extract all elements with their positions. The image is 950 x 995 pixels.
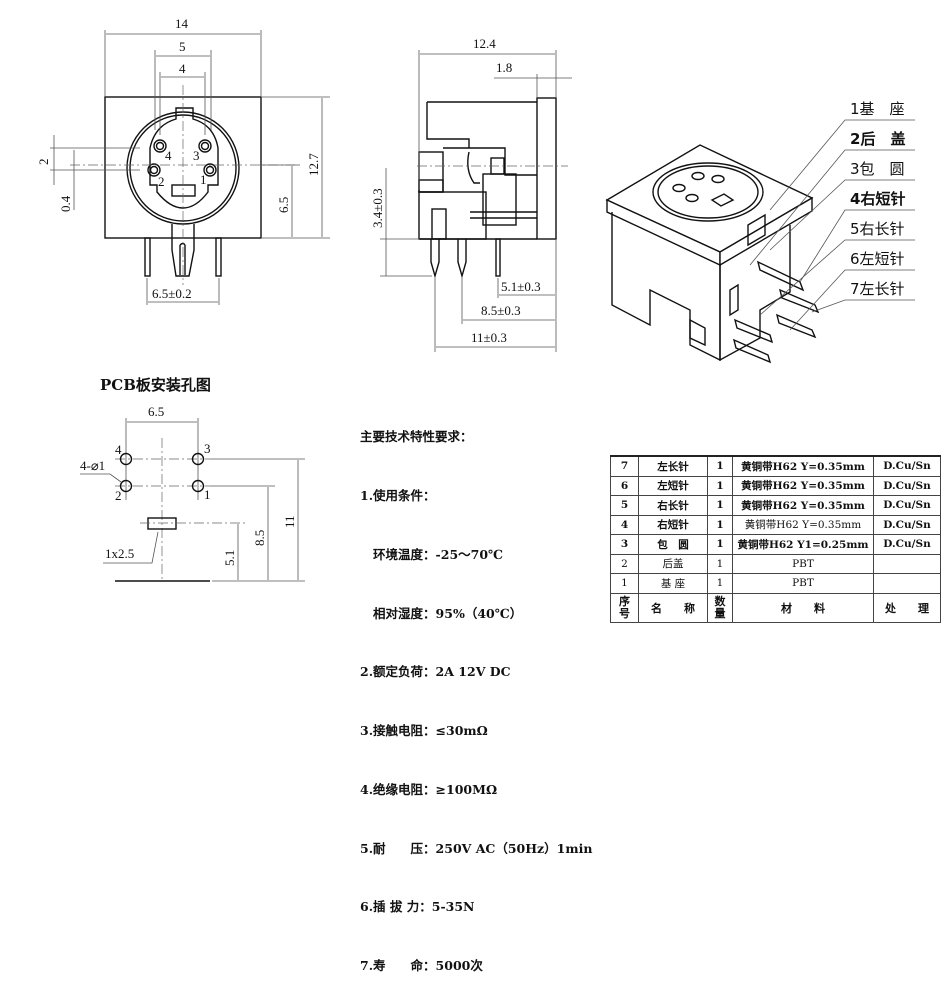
front-view: 4 3 2 1 14 5 4 12.7 6.5 2 0.4 6.5±0. — [36, 16, 330, 305]
dim-d2: 8.5±0.3 — [481, 303, 521, 318]
front-center-tab — [171, 224, 195, 277]
dim-leg-spacing: 6.5±0.2 — [152, 286, 192, 301]
callout-list: 1基 座 2后 盖 3包 圆 4右短针 5右长针 6左短针 7左长针 — [850, 100, 905, 298]
header-no: 序号 — [610, 592, 639, 623]
isometric-view — [605, 119, 915, 364]
spec-line: 6.插 拔 力：5-35N — [360, 899, 475, 915]
table-row: 1 基 座 1 PBT — [610, 573, 941, 594]
front-leg-left — [144, 237, 151, 277]
dim-11: 11 — [282, 515, 297, 528]
front-pin-1-label: 1 — [200, 172, 207, 187]
svg-text:3: 3 — [204, 441, 211, 456]
header-name: 名 称 — [638, 592, 708, 623]
dim-d1: 5.1±0.3 — [501, 279, 541, 294]
callout-7: 7左长针 — [850, 280, 905, 298]
spec-line: 1.使用条件： — [360, 487, 436, 503]
dim-center-height: 6.5 — [276, 197, 291, 213]
pcb-hole-4 — [119, 452, 133, 466]
spec-title: 主要技术特性要求： — [360, 429, 473, 445]
side-pin-mid — [457, 239, 467, 279]
front-key-slot — [171, 184, 196, 197]
front-pin-3-label: 3 — [193, 148, 200, 163]
iso-top-face — [605, 144, 814, 253]
header-material: 材 料 — [732, 592, 874, 623]
pcb-hole-1 — [191, 479, 205, 493]
spec-line: 3.接触电阻：≤30mΩ — [360, 723, 488, 739]
callout-5: 5右长针 — [850, 220, 905, 238]
table-row: 3 包 圆 1 黄铜带H62 Y1=0.25mm D.Cu/Sn — [610, 534, 941, 555]
table-row: 5 右长针 1 黄铜带H62 Y=0.35mm D.Cu/Sn — [610, 495, 941, 516]
dim-depth: 12.4 — [473, 36, 496, 51]
spec-line: 5.耐 压：250V AC（50Hz）1min — [360, 840, 593, 856]
front-leg-right — [215, 237, 222, 277]
tech-specs: 主要技术特性要求： 1.使用条件： 环境温度：-25～70℃ 相对湿度：95%（… — [360, 388, 592, 995]
callout-1: 1基 座 — [850, 100, 905, 118]
spec-line: 相对湿度：95%（40℃） — [360, 605, 523, 621]
pcb-slot-label: 1x2.5 — [105, 546, 134, 561]
pcb-title: PCB板安装孔图 — [100, 376, 211, 394]
spec-line: 7.寿 命：5000次 — [360, 958, 483, 974]
iso-shell — [652, 162, 764, 222]
side-pin-short — [495, 238, 501, 277]
dim-height: 12.7 — [306, 153, 321, 176]
side-view: 12.4 1.8 3.4±0.3 5.1±0.3 8.5±0.3 11±0.3 — [370, 36, 572, 352]
dim-5-1: 5.1 — [222, 550, 237, 566]
front-insert — [149, 107, 219, 209]
dim-flange: 1.8 — [496, 60, 512, 75]
spec-line: 4.绝缘电阻：≥100MΩ — [360, 781, 498, 797]
callout-6: 6左短针 — [850, 250, 905, 268]
table-row: 2 后盖 1 PBT — [610, 553, 941, 574]
dim-8-5: 8.5 — [252, 530, 267, 546]
side-flange — [536, 97, 557, 240]
pcb-slot — [147, 517, 177, 530]
front-pin-4-label: 4 — [165, 148, 172, 163]
callout-leaders — [749, 119, 915, 331]
table-row: 4 右短针 1 黄铜带H62 Y=0.35mm D.Cu/Sn — [610, 514, 941, 535]
dim-pin-length: 3.4±0.3 — [370, 188, 385, 228]
table-header-row: 序号 名 称 数量 材 料 处 理 — [610, 592, 941, 623]
side-pin-long — [430, 239, 440, 279]
svg-text:4: 4 — [115, 442, 122, 457]
dim-hole-spacing: 6.5 — [148, 404, 164, 419]
dim-inner-pins: 4 — [179, 61, 186, 76]
pcb-hole-2 — [119, 479, 133, 493]
callout-4: 4右短针 — [850, 190, 905, 208]
spec-line: 环境温度：-25～70℃ — [360, 546, 504, 562]
table-row: 7 左长针 1 黄铜带H62 Y=0.35mm D.Cu/Sn — [610, 455, 941, 477]
bom-table: 7 左长针 1 黄铜带H62 Y=0.35mm D.Cu/Sn 6 左短针 1 … — [610, 455, 941, 623]
dim-overall-width: 14 — [175, 16, 189, 31]
svg-text:2: 2 — [115, 488, 122, 503]
dim-pin-pitch: 2 — [36, 159, 51, 166]
dim-d3: 11±0.3 — [471, 330, 507, 345]
spec-line: 2.额定负荷：2A 12V DC — [360, 664, 511, 680]
dim-offset: 0.4 — [58, 195, 73, 212]
drawing-canvas: 4 3 2 1 14 5 4 12.7 6.5 2 0.4 6.5±0. — [36, 16, 915, 582]
pcb-hole-3 — [191, 452, 205, 466]
header-qty: 数量 — [707, 592, 733, 623]
dim-outer-ring: 5 — [179, 39, 186, 54]
callout-3: 3包 圆 — [850, 160, 905, 178]
callout-2: 2后 盖 — [850, 130, 905, 148]
header-finish: 处 理 — [873, 592, 941, 623]
svg-text:1: 1 — [204, 487, 211, 502]
pcb-layout: PCB板安装孔图 6.5 4 3 2 1 4-⌀1 1x2.5 5.1 8.5 … — [80, 376, 305, 582]
front-pins — [147, 139, 217, 177]
front-pin-2-label: 2 — [158, 174, 165, 189]
pcb-holes-label: 4-⌀1 — [80, 458, 105, 473]
table-row: 6 左短针 1 黄铜带H62 Y=0.35mm D.Cu/Sn — [610, 475, 941, 496]
